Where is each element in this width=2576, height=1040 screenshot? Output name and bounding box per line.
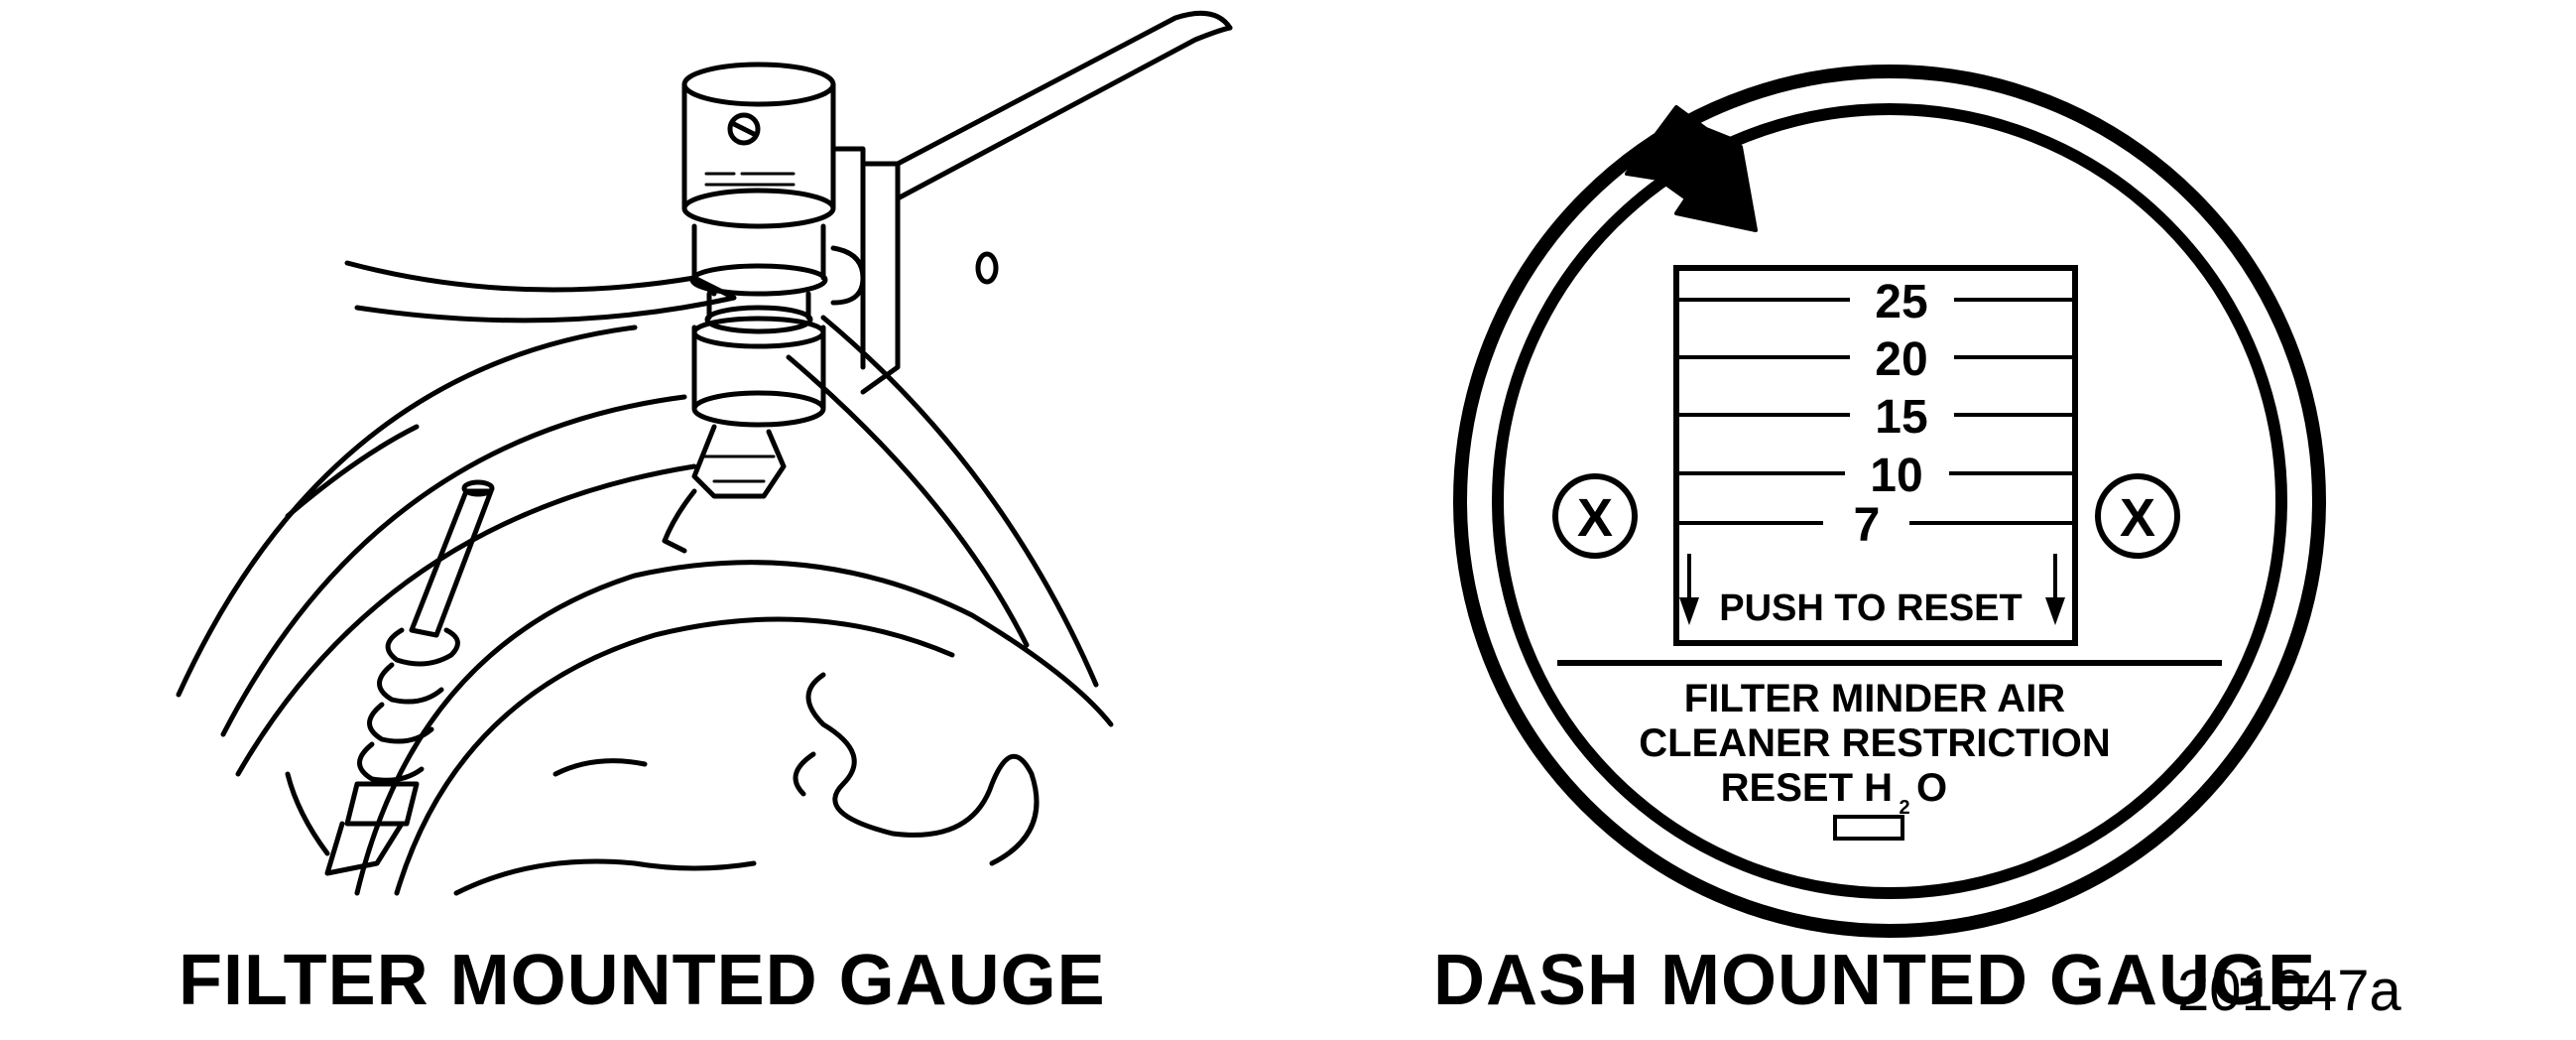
- inner-body-line-2: [552, 758, 648, 777]
- scale-mark-10: 10: [1870, 450, 1922, 502]
- inner-body-line: [453, 858, 757, 896]
- gauge-ring-1: [691, 223, 826, 281]
- down-arrow-left-icon: [1679, 554, 1699, 625]
- inner-body-squiggle: [805, 672, 1040, 866]
- side-hose-coil-2: [377, 662, 444, 705]
- legend-subscript: 2: [1899, 797, 1909, 819]
- legend-line-2: CLEANER RESTRICTION: [1639, 721, 2111, 765]
- push-to-reset-label: PUSH TO RESET: [1719, 587, 2022, 629]
- lower-fitting-lines: [702, 455, 776, 483]
- bracket-arm: [895, 10, 1233, 167]
- screw-symbol-left: X: [1577, 488, 1613, 548]
- legend-line-1: FILTER MINDER AIR: [1684, 677, 2066, 720]
- reset-button[interactable]: [1833, 815, 1904, 841]
- screw-symbol-right: X: [2120, 488, 2155, 548]
- side-hose-tube-end: [461, 479, 495, 497]
- housing-arc-2: [220, 394, 687, 737]
- mount-plate-top: [344, 260, 737, 324]
- bracket-vertical: [830, 146, 901, 395]
- gauge-inner-ring: [1492, 103, 2287, 899]
- filter-mounted-gauge-caption: FILTER MOUNTED GAUGE: [179, 941, 1106, 1020]
- gauge-body-lower-bottom: [691, 390, 826, 428]
- gauge-body-lower: [691, 325, 826, 410]
- mounting-screw-left: X: [1552, 473, 1638, 559]
- gauge-cap-sides: [681, 81, 836, 211]
- gauge-side-fitting: [830, 245, 866, 306]
- legend-line-3-reset: RESET H: [1721, 766, 1893, 810]
- gauge-body-lower-top: [691, 316, 826, 349]
- gauge-cap-screw-slot: [731, 121, 757, 137]
- scale-window: [1673, 265, 2078, 646]
- lower-fitting: [691, 424, 787, 499]
- side-hose-end: [324, 821, 405, 876]
- gauge-cap-groove: [681, 188, 836, 229]
- inner-body-arc-3: [285, 771, 330, 856]
- down-arrow-right-icon: [2045, 554, 2065, 625]
- scale-mark-20: 20: [1875, 333, 1927, 386]
- bezel-rotation-arrow-icon: [1625, 105, 1758, 232]
- side-hose-coil-3: [367, 702, 434, 744]
- bracket-arm-lower: [895, 25, 1233, 201]
- inner-body-arc-2: [394, 616, 955, 896]
- housing-right-edge-2: [786, 354, 1030, 648]
- scale-mark-15: 15: [1875, 391, 1927, 444]
- gauge-cap-screw: [727, 112, 761, 146]
- gauge-ring-2-bottom: [704, 305, 813, 334]
- lower-hose: [662, 488, 697, 554]
- dash-mounted-gauge-caption: DASH MOUNTED GAUGE: [1433, 941, 2317, 1020]
- filter-mounted-gauge-illustration: [176, 10, 1233, 896]
- gauge-cap-engraving: [704, 172, 796, 187]
- housing-outer-arc: [176, 325, 638, 698]
- side-hose-tube: [409, 488, 494, 638]
- gauge-outer-ring: [1453, 65, 2326, 938]
- bracket-hole: [975, 251, 999, 285]
- gauge-ring-1-bottom: [689, 263, 828, 297]
- figure-number: 201047a: [2177, 959, 2401, 1023]
- housing-arc-4: [285, 424, 420, 519]
- gauge-cap-top: [681, 62, 836, 107]
- scale-lines: [1678, 298, 2073, 525]
- side-hose-fitting: [344, 781, 420, 827]
- housing-arc-3: [235, 463, 697, 777]
- scale-mark-25: 25: [1875, 276, 1927, 328]
- legend-line-3-o: O: [1916, 766, 1947, 810]
- housing-right-edge: [820, 315, 1099, 688]
- inner-body-squiggle-2: [793, 751, 816, 797]
- dash-mounted-gauge: 25 20 15 10 7 PUSH TO RESET X X FILTER M…: [1453, 65, 2326, 938]
- mounting-screw-right: X: [2095, 473, 2180, 559]
- side-hose-coil-4: [357, 741, 425, 783]
- inner-body-arc: [354, 560, 1114, 896]
- scale-mark-7: 7: [1854, 499, 1881, 552]
- side-hose-coil-1: [385, 627, 460, 667]
